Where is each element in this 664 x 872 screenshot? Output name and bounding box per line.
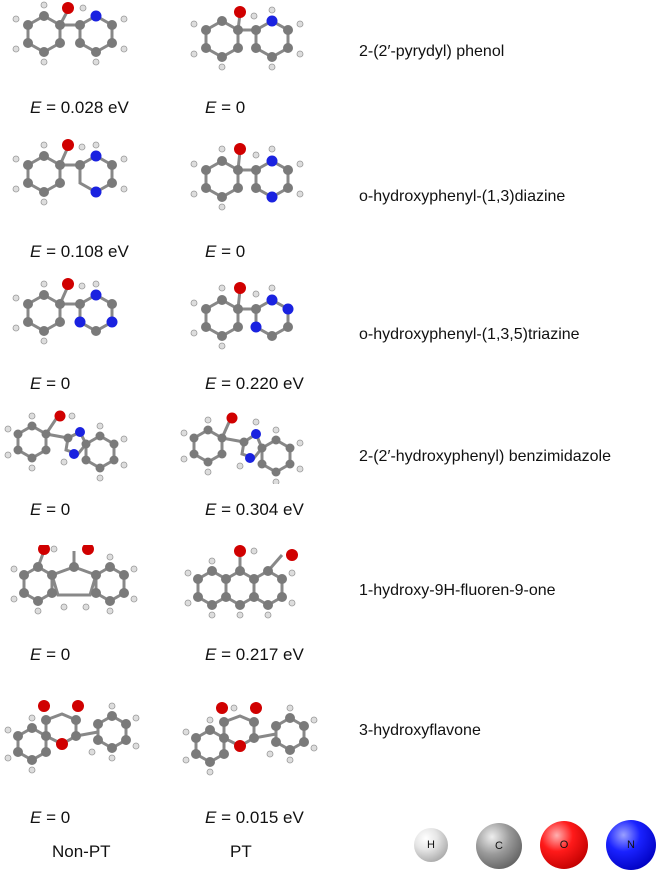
nonpt-structure: [2, 404, 152, 484]
energy-value: = 0: [221, 98, 246, 117]
nonpt-energy: E = 0: [30, 645, 70, 665]
energy-symbol: E: [205, 808, 217, 827]
pt-structure: [176, 700, 326, 780]
pt-energy: E = 0.217 eV: [205, 645, 304, 665]
nonpt-energy: E = 0.108 eV: [30, 242, 129, 262]
pt-structure: [176, 135, 326, 215]
energy-value: = 0: [46, 500, 71, 519]
nonpt-energy: E = 0: [30, 374, 70, 394]
compound-name: 2-(2′-pyrydyl) phenol: [359, 43, 505, 60]
nonpt-structure: [2, 700, 152, 780]
pt-energy: E = 0: [205, 242, 245, 262]
energy-symbol: E: [30, 374, 42, 393]
pt-energy: E = 0.015 eV: [205, 808, 304, 828]
energy-symbol: E: [205, 242, 217, 261]
pt-energy: E = 0: [205, 98, 245, 118]
carbon-atom-icon: C: [476, 823, 522, 869]
energy-value: = 0: [46, 808, 71, 827]
energy-value: = 0.028 eV: [46, 98, 129, 117]
energy-value: = 0.304 eV: [221, 500, 304, 519]
compound-name: 1-hydroxy-9H-fluoren-9-one: [359, 582, 556, 599]
atom-legend: H C O N: [410, 820, 664, 870]
nonpt-energy: E = 0: [30, 808, 70, 828]
energy-value: = 0.220 eV: [221, 374, 304, 393]
oxygen-atom-icon: O: [540, 821, 588, 869]
energy-value: = 0.015 eV: [221, 808, 304, 827]
nonpt-structure: [6, 0, 156, 80]
legend-label: O: [559, 839, 569, 851]
nonpt-energy: E = 0: [30, 500, 70, 520]
energy-value: = 0.108 eV: [46, 242, 129, 261]
energy-symbol: E: [30, 98, 42, 117]
compound-name: 2-(2′-hydroxyphenyl) benzimidazole: [359, 448, 612, 465]
energy-symbol: E: [205, 645, 217, 664]
compound-name: 3-hydroxyflavone: [359, 722, 481, 739]
pt-energy: E = 0.220 eV: [205, 374, 304, 394]
legend-label: N: [627, 839, 635, 851]
energy-symbol: E: [205, 500, 217, 519]
energy-symbol: E: [30, 500, 42, 519]
compound-name: o-hydroxyphenyl-(1,3)diazine: [359, 188, 566, 205]
nonpt-column-label: Non-PT: [52, 842, 111, 861]
energy-symbol: E: [30, 645, 42, 664]
pt-structure: [172, 404, 322, 484]
energy-value: = 0: [46, 374, 71, 393]
pt-energy: E = 0.304 eV: [205, 500, 304, 520]
nonpt-structure: [4, 545, 154, 625]
nonpt-structure: [6, 135, 156, 215]
hydrogen-atom-icon: H: [414, 828, 448, 862]
energy-symbol: E: [205, 374, 217, 393]
legend-label: H: [427, 839, 435, 851]
energy-value: = 0: [46, 645, 71, 664]
pt-structure: [176, 0, 326, 80]
pt-column-label: PT: [230, 842, 252, 861]
nonpt-energy: E = 0.028 eV: [30, 98, 129, 118]
pt-structure: [176, 274, 326, 354]
nonpt-structure: [6, 274, 156, 354]
energy-symbol: E: [205, 98, 217, 117]
energy-symbol: E: [30, 242, 42, 261]
pt-structure: [178, 545, 328, 625]
energy-value: = 0: [221, 242, 246, 261]
compound-name: o-hydroxyphenyl-(1,3,5)triazine: [359, 326, 580, 343]
energy-symbol: E: [30, 808, 42, 827]
nitrogen-atom-icon: N: [606, 820, 656, 870]
energy-value: = 0.217 eV: [221, 645, 304, 664]
legend-label: C: [495, 840, 503, 852]
